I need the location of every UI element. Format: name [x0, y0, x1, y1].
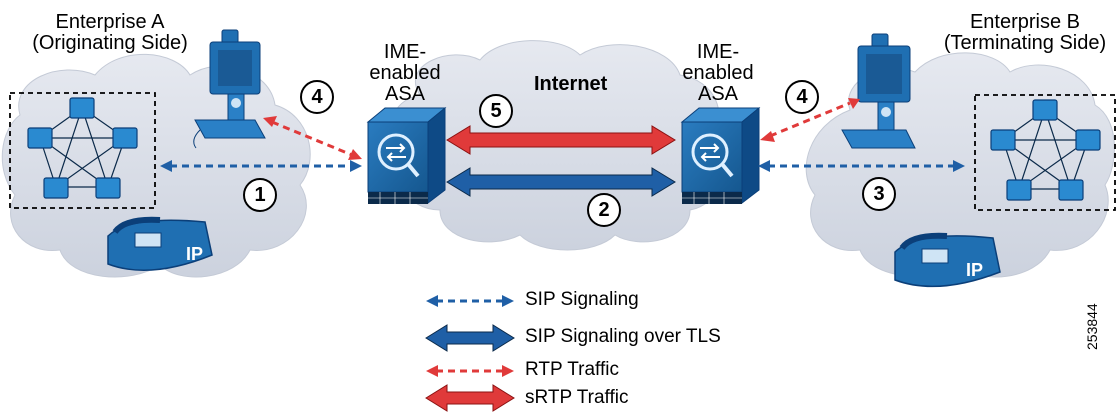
enterprise-b-role: (Terminating Side) — [943, 32, 1107, 54]
sip-signaling-left-arrow — [160, 160, 362, 172]
video-phone-right-icon — [841, 33, 916, 149]
asa-left-label: IME- enabled ASA — [360, 42, 450, 105]
asa-firewall-left-icon — [366, 106, 447, 205]
rtp-right-arrow — [760, 98, 860, 142]
asa-right-line2: enabled — [682, 62, 754, 84]
step-badge-1: 1 — [243, 178, 277, 212]
legend-sip-signaling-icon — [426, 295, 514, 307]
legend-sip-tls-icon — [425, 324, 515, 352]
step-badge-4-left: 4 — [300, 80, 334, 114]
call-agent-cluster-left — [9, 92, 156, 209]
legend-rtp-icon — [426, 365, 514, 377]
video-phone-left-icon — [193, 29, 266, 149]
enterprise-a-role: (Originating Side) — [32, 32, 188, 54]
asa-right-line3: ASA — [697, 83, 739, 105]
legend-rtp-label: RTP Traffic — [525, 359, 619, 380]
enterprise-b-label: Enterprise B (Terminating Side) — [935, 12, 1115, 54]
enterprise-a-name: Enterprise A — [55, 11, 165, 33]
ip-phone-right-icon — [894, 232, 1001, 288]
srtp-arrow — [446, 125, 676, 155]
asa-left-line3: ASA — [384, 83, 426, 105]
step-badge-3: 3 — [862, 177, 896, 211]
enterprise-b-name: Enterprise B — [969, 11, 1081, 33]
rtp-left-arrow — [263, 116, 362, 160]
ip-phone-left-icon — [107, 216, 213, 271]
figure-id: 253844 — [1084, 303, 1100, 350]
legend-sip-tls-label: SIP Signaling over TLS — [525, 326, 721, 347]
step-badge-2: 2 — [587, 193, 621, 227]
legend-srtp-icon — [425, 384, 515, 412]
asa-left-line1: IME- — [383, 41, 427, 63]
step-badge-5: 5 — [479, 94, 513, 128]
internet-label: Internet — [534, 73, 608, 95]
asa-firewall-right-icon — [680, 106, 761, 205]
asa-left-line2: enabled — [369, 62, 441, 84]
ip-phone-left-label: IP — [186, 244, 203, 264]
sip-signaling-right-arrow — [758, 160, 965, 172]
ip-phone-right-label: IP — [966, 260, 983, 280]
step-badge-4-right: 4 — [785, 80, 819, 114]
asa-right-label: IME- enabled ASA — [673, 42, 763, 105]
call-agent-cluster-right — [974, 94, 1116, 211]
enterprise-a-label: Enterprise A (Originating Side) — [0, 12, 220, 54]
legend-sip-signaling-label: SIP Signaling — [525, 289, 639, 310]
asa-right-line1: IME- — [696, 41, 740, 63]
sip-tls-arrow — [446, 167, 676, 197]
legend-srtp-label: sRTP Traffic — [525, 387, 629, 408]
